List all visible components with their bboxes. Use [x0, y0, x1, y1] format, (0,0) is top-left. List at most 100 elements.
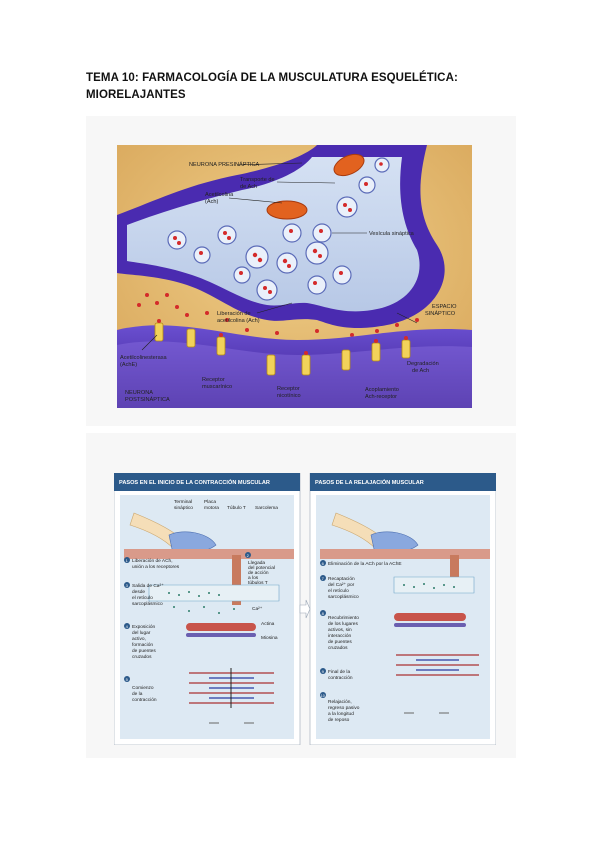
label-ca: Ca²⁺	[252, 606, 263, 612]
label-sarcolema: Sarcolema	[255, 505, 278, 511]
svg-text:desde: desde	[132, 589, 145, 595]
label-nicotinic-1: Receptor	[277, 386, 300, 392]
right-step-7: 7 Recaptación del Ca²⁺ por el retículo s…	[320, 575, 359, 600]
svg-text:activo,: activo,	[132, 636, 146, 642]
left-step-5: 5 Comienzo de la contracción	[124, 676, 157, 703]
label-ach-1: Acetilcolina	[205, 192, 234, 198]
svg-text:el retículo: el retículo	[132, 595, 153, 601]
label-terminal-1: Terminal	[174, 499, 192, 505]
label-nicotinic-2: nicotínico	[277, 393, 301, 399]
label-space-1: ESPACIO	[432, 304, 457, 310]
label-space-2: SINÁPTICO	[425, 310, 456, 317]
left-step-1: 1 Liberación de ACh, unión a los recepto…	[124, 557, 180, 570]
svg-text:6: 6	[322, 561, 325, 566]
label-muscarinic-1: Receptor	[202, 377, 225, 383]
label-coupling-2: Ach-receptor	[365, 394, 397, 400]
svg-text:activos, sin: activos, sin	[328, 627, 352, 633]
svg-text:cruzados: cruzados	[132, 654, 152, 660]
svg-text:5: 5	[126, 677, 129, 682]
label-postsyn-1: NEURONA	[125, 390, 153, 396]
left-step-2: 2 Llegada del potencial de acción a los …	[245, 552, 275, 586]
left-step-3: 3 Salida de Ca²⁺ desde el retículo sarco…	[124, 582, 164, 607]
svg-text:del potencial: del potencial	[248, 565, 275, 571]
svg-text:contracción: contracción	[132, 697, 157, 703]
svg-text:Recaptación: Recaptación	[328, 576, 355, 582]
svg-text:Liberación de ACh,: Liberación de ACh,	[132, 558, 173, 564]
svg-text:Salida de Ca²⁺: Salida de Ca²⁺	[132, 583, 164, 589]
left-panel-header	[114, 473, 300, 491]
svg-text:Exposición: Exposición	[132, 624, 156, 630]
label-actin: Actina	[261, 621, 275, 627]
label-transport-2: de Ach	[240, 184, 257, 190]
svg-text:cruzados: cruzados	[328, 645, 348, 651]
label-degradation-1: Degradación	[407, 361, 439, 367]
svg-text:a los: a los	[248, 575, 259, 581]
right-panel-header	[310, 473, 496, 491]
title-line-1: TEMA 10: FARMACOLOGÍA DE LA MUSCULATURA …	[86, 72, 458, 84]
receptors	[154, 322, 411, 376]
label-presynaptic: NEURONA PRESINÁPTICA	[189, 161, 260, 168]
label-ache-2: (AchE)	[120, 362, 137, 368]
svg-text:8: 8	[322, 611, 325, 616]
right-step-8: 8 Recubrimiento de los lugares activos, …	[320, 610, 359, 651]
svg-text:del lugar: del lugar	[132, 630, 151, 636]
right-panel-title: PASOS DE LA RELAJACIÓN MUSCULAR	[315, 478, 424, 486]
label-release-1: Liberación de	[217, 311, 251, 317]
svg-text:Recubrimiento: Recubrimiento	[328, 615, 359, 621]
label-release-2: acetilcolina (Ach)	[217, 318, 260, 324]
svg-text:de reposo: de reposo	[328, 717, 350, 723]
left-sarcolemma	[124, 549, 294, 559]
label-tubule: Túbulo T	[227, 505, 246, 511]
vesicles	[167, 157, 390, 301]
title-line-2: MIORELAJANTES	[86, 89, 186, 101]
svg-text:de los lugares: de los lugares	[328, 621, 358, 627]
label-vesicle: Vesícula sináptica	[369, 231, 415, 237]
svg-text:9: 9	[322, 669, 325, 674]
svg-text:formación: formación	[132, 642, 153, 648]
svg-text:sarcoplásmico: sarcoplásmico	[132, 601, 163, 607]
svg-text:1: 1	[126, 558, 129, 563]
svg-text:Final de la: Final de la	[328, 669, 350, 675]
label-transport: Transporte de	[240, 177, 275, 183]
svg-text:unión a los receptores: unión a los receptores	[132, 564, 180, 570]
left-nerve-terminal	[129, 512, 217, 553]
label-ach-2: (Ach)	[205, 199, 219, 205]
svg-text:regreso pasivo: regreso pasivo	[328, 705, 360, 711]
right-sarcolemma	[320, 549, 490, 559]
svg-text:3: 3	[126, 583, 129, 588]
label-muscarinic-2: muscarínico	[202, 384, 232, 390]
synapse-illustration: NEURONA PRESINÁPTICA Transporte de de Ac…	[117, 145, 472, 408]
receptor-dots	[157, 319, 408, 355]
svg-text:contracción: contracción	[328, 675, 353, 681]
svg-text:10: 10	[321, 694, 325, 698]
svg-text:túbulos T: túbulos T	[248, 580, 268, 586]
svg-text:7: 7	[322, 576, 325, 581]
label-myosin: Miosina	[261, 635, 278, 641]
svg-text:2: 2	[247, 553, 250, 558]
svg-text:Comienzo: Comienzo	[132, 685, 154, 691]
label-plate-1: Placa	[204, 499, 216, 505]
left-panel-title: PASOS EN EL INICIO DE LA CONTRACCIÓN MUS…	[119, 478, 270, 486]
svg-text:de puentes: de puentes	[328, 639, 352, 645]
svg-text:el retículo: el retículo	[328, 588, 349, 594]
document-title: TEMA 10: FARMACOLOGÍA DE LA MUSCULATURA …	[86, 70, 516, 104]
svg-text:Eliminación de la ACh por la A: Eliminación de la ACh por la AChE	[328, 561, 402, 567]
svg-text:Llegada: Llegada	[248, 560, 265, 566]
left-step-4: 4 Exposición del lugar activo, formación…	[124, 623, 156, 660]
label-coupling-1: Acoplamiento	[365, 387, 399, 393]
svg-text:de acción: de acción	[248, 570, 269, 576]
svg-text:4: 4	[126, 624, 129, 629]
svg-text:Relajación,: Relajación,	[328, 699, 352, 705]
ach-dots	[173, 162, 383, 294]
svg-text:del Ca²⁺ por: del Ca²⁺ por	[328, 582, 355, 588]
svg-text:sarcoplásmico: sarcoplásmico	[328, 594, 359, 600]
svg-text:de puentes: de puentes	[132, 648, 156, 654]
arrow-icon	[299, 599, 311, 619]
label-postsyn-2: POSTSINÁPTICA	[125, 396, 170, 403]
right-step-9: 9 Final de la contracción	[320, 668, 353, 681]
label-degradation-2: de Ach	[412, 368, 429, 374]
svg-text:a la longitud: a la longitud	[328, 711, 354, 717]
right-step-6: 6 Eliminación de la ACh por la AChE	[320, 560, 402, 567]
svg-text:de la: de la	[132, 691, 143, 697]
label-terminal-2: sináptico	[174, 505, 193, 511]
